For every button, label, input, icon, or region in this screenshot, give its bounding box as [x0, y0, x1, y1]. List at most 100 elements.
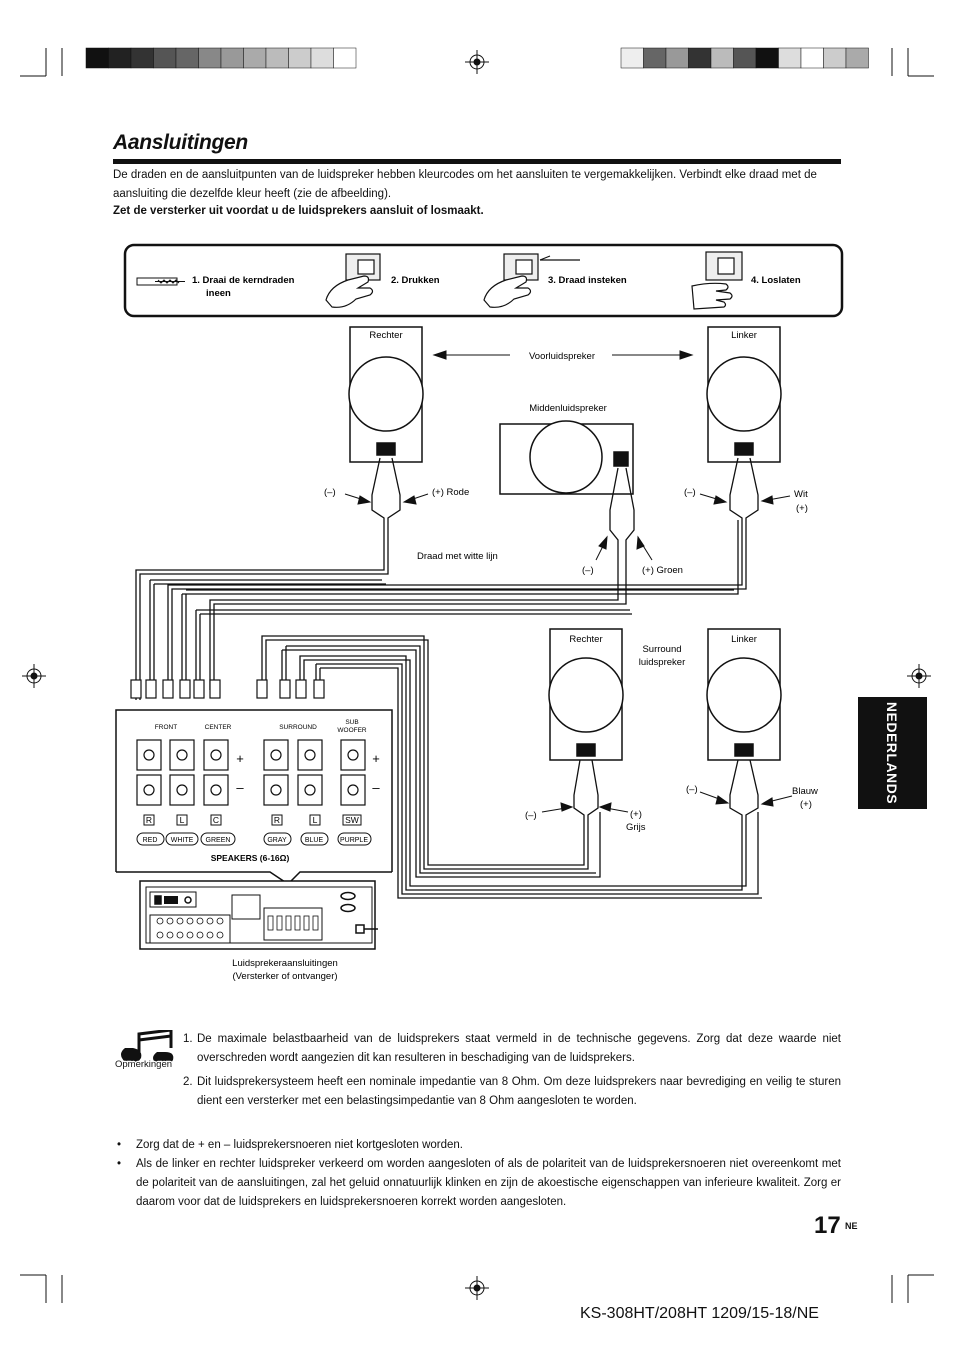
receiver-jack: [196, 931, 204, 939]
receiver-jack: [176, 931, 184, 939]
front-left-plus-2: (+): [796, 503, 808, 514]
cable-plugs: [130, 679, 325, 699]
color-bar-swatch: [845, 47, 869, 69]
note-2-number: 2.: [183, 1076, 193, 1088]
steps-panel: [123, 243, 844, 318]
color-green: GREEN: [206, 837, 231, 844]
surround-right-plus-1: (+): [630, 809, 642, 820]
channel-l2: L: [313, 815, 318, 825]
terminal-knob: [176, 749, 188, 761]
hand-release-icon: [691, 251, 743, 310]
notes-icon-label: Opmerkingen: [115, 1059, 172, 1070]
color-red: RED: [143, 837, 158, 844]
note-1-text: De maximale belastbaarheid van de luidsp…: [197, 1033, 841, 1064]
front-arrows: [432, 350, 694, 360]
receiver-jack: [206, 917, 214, 925]
channel-r2: R: [274, 815, 280, 825]
center-speaker: [499, 420, 634, 495]
center-minus: (–): [582, 565, 594, 576]
color-gray: GRAY: [267, 837, 287, 844]
receiver-speaker-terminal: [276, 915, 283, 931]
channel-c: C: [213, 815, 219, 825]
model-line: KS-308HT/208HT 1209/15-18/NE: [580, 1305, 819, 1322]
step-1-label: 1. Draai de kerndraden: [192, 275, 295, 286]
receiver-caption-1: Luidsprekeraansluitingen: [232, 958, 338, 969]
receiver-jack: [156, 917, 164, 925]
hand-press-icon: [325, 253, 381, 308]
terminal-knob: [143, 749, 155, 761]
front-left-label: Linker: [731, 330, 757, 341]
front-right-speaker: [348, 326, 424, 463]
receiver-speaker-terminal: [312, 915, 319, 931]
color-bar-swatch: [333, 47, 357, 69]
receiver-rear-panel: [139, 880, 378, 950]
surround-caption-1: Surround: [642, 644, 681, 655]
notes-icon: Opmerkingen: [114, 1030, 174, 1071]
receiver-jack: [216, 917, 224, 925]
receiver-jack: [196, 917, 204, 925]
color-purple: PURPLE: [340, 837, 368, 844]
surround-left-plus-1: Blauw: [792, 786, 818, 797]
step-4-label: 4. Loslaten: [751, 275, 801, 286]
terminal-post: [136, 774, 162, 806]
receiver-speaker-terminal: [294, 915, 301, 931]
warning-text: Zet de versterker uit voordat u de luids…: [113, 205, 484, 217]
terminal-knob: [304, 784, 316, 796]
bullet-dot: •: [117, 1139, 122, 1151]
speakers-label: SPEAKERS (6-16Ω): [211, 853, 290, 863]
receiver-jack: [186, 931, 194, 939]
page-number: 17: [814, 1212, 841, 1239]
step-1-label-cont: ineen: [206, 288, 231, 299]
surround-left-label: Linker: [731, 634, 757, 645]
group-surround-label: SURROUND: [279, 724, 317, 731]
front-caption: Voorluidspreker: [529, 351, 595, 362]
front-left-minus: (–): [684, 487, 696, 498]
group-center-label: CENTER: [205, 724, 232, 731]
terminal-knob: [347, 784, 359, 796]
receiver-caption-2: (Versterker of ontvanger): [232, 971, 337, 982]
center-caption: Middenluidspreker: [529, 403, 607, 414]
bullet-1-text: Zorg dat de + en – luidsprekersnoeren ni…: [136, 1139, 463, 1151]
surround-left-minus: (–): [686, 784, 698, 795]
receiver-jack: [186, 917, 194, 925]
channel-r: R: [146, 815, 152, 825]
surround-right-speaker: [548, 628, 624, 761]
note-1-number: 1.: [183, 1033, 193, 1045]
receiver-jack: [176, 917, 184, 925]
receiver-speaker-terminal: [285, 915, 292, 931]
terminal-panel: [115, 709, 393, 872]
color-blue: BLUE: [305, 837, 324, 844]
receiver-speaker-terminal: [303, 915, 310, 931]
surround-right-plus-2: Grijs: [626, 822, 646, 833]
bullet-2-text: Als de linker en rechter luidspreker ver…: [136, 1158, 841, 1208]
terminal-knob: [304, 749, 316, 761]
surround-left-plus-2: (+): [800, 799, 812, 810]
receiver-jack: [216, 931, 224, 939]
front-left-plus-1: Wit: [794, 489, 808, 500]
group-front-label: FRONT: [155, 724, 177, 731]
minus-sign-center: –: [236, 780, 244, 795]
terminal-post: [203, 739, 229, 771]
bullet-dot: •: [117, 1158, 122, 1170]
language-tab: NEDERLANDS: [858, 697, 927, 809]
group-sub-label-2: WOOFER: [337, 727, 367, 734]
receiver-jack: [166, 931, 174, 939]
crosshair-icon: [22, 50, 931, 1300]
intro-paragraph: De draden en de aansluitpunten van de lu…: [113, 169, 817, 200]
page-suffix: NE: [845, 1221, 858, 1231]
note-2-text: Dit luidsprekersysteem heeft een nominal…: [197, 1076, 841, 1107]
surround-right-label: Rechter: [569, 634, 602, 645]
center-plus: (+) Groen: [642, 565, 683, 576]
terminal-knob: [210, 784, 222, 796]
title-rule: [113, 159, 841, 164]
step-3-label: 3. Draad insteken: [548, 275, 627, 286]
surround-left-speaker: [706, 628, 782, 761]
front-right-plus: (+) Rode: [432, 487, 469, 498]
insert-wire-icon: [483, 253, 580, 308]
minus-sign: –: [372, 780, 380, 795]
terminal-knob: [143, 784, 155, 796]
front-left-speaker: [706, 326, 782, 463]
surround-caption-2: luidspreker: [639, 657, 685, 668]
channel-sw: SW: [345, 815, 359, 825]
terminal-knob: [270, 749, 282, 761]
